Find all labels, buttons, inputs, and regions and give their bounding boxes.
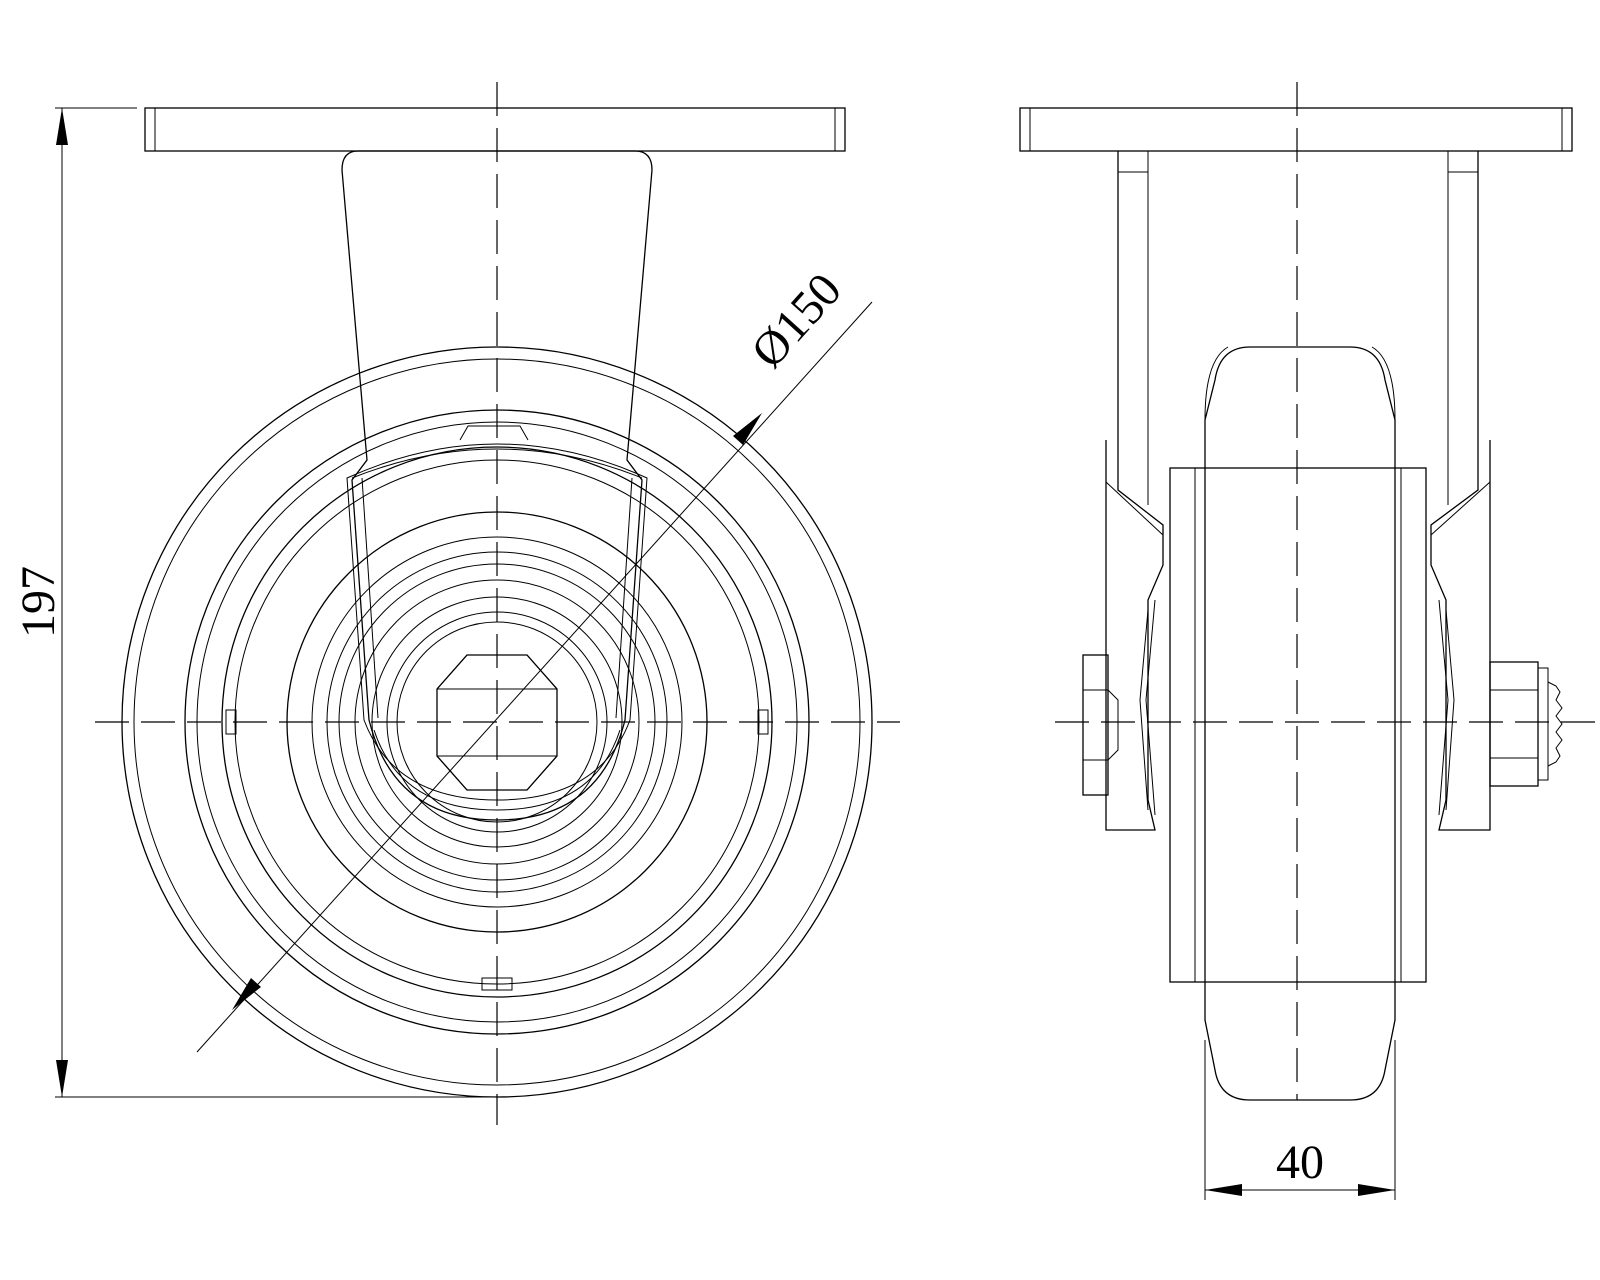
dimension-overall-height: 197 [12, 107, 497, 1098]
dimension-diameter-label: Ø150 [741, 263, 852, 378]
front-view [95, 82, 900, 1125]
side-view [1019, 82, 1598, 1101]
side-axle-nut [1489, 661, 1539, 787]
dimension-width-label: 40 [1276, 1136, 1324, 1189]
side-fork-right [1430, 151, 1491, 831]
dimension-height-label: 197 [12, 566, 65, 638]
side-top-plate [1019, 107, 1573, 152]
dimension-wheel-diameter: Ø150 [196, 263, 873, 1053]
side-fork-left [1105, 151, 1164, 831]
side-tyre [1204, 346, 1396, 1101]
side-bolt-head [1082, 654, 1109, 796]
dimension-wheel-width: 40 [1204, 1040, 1396, 1200]
side-hub [1169, 467, 1427, 983]
side-axle-thread [1547, 681, 1563, 767]
front-top-plate [144, 107, 846, 152]
